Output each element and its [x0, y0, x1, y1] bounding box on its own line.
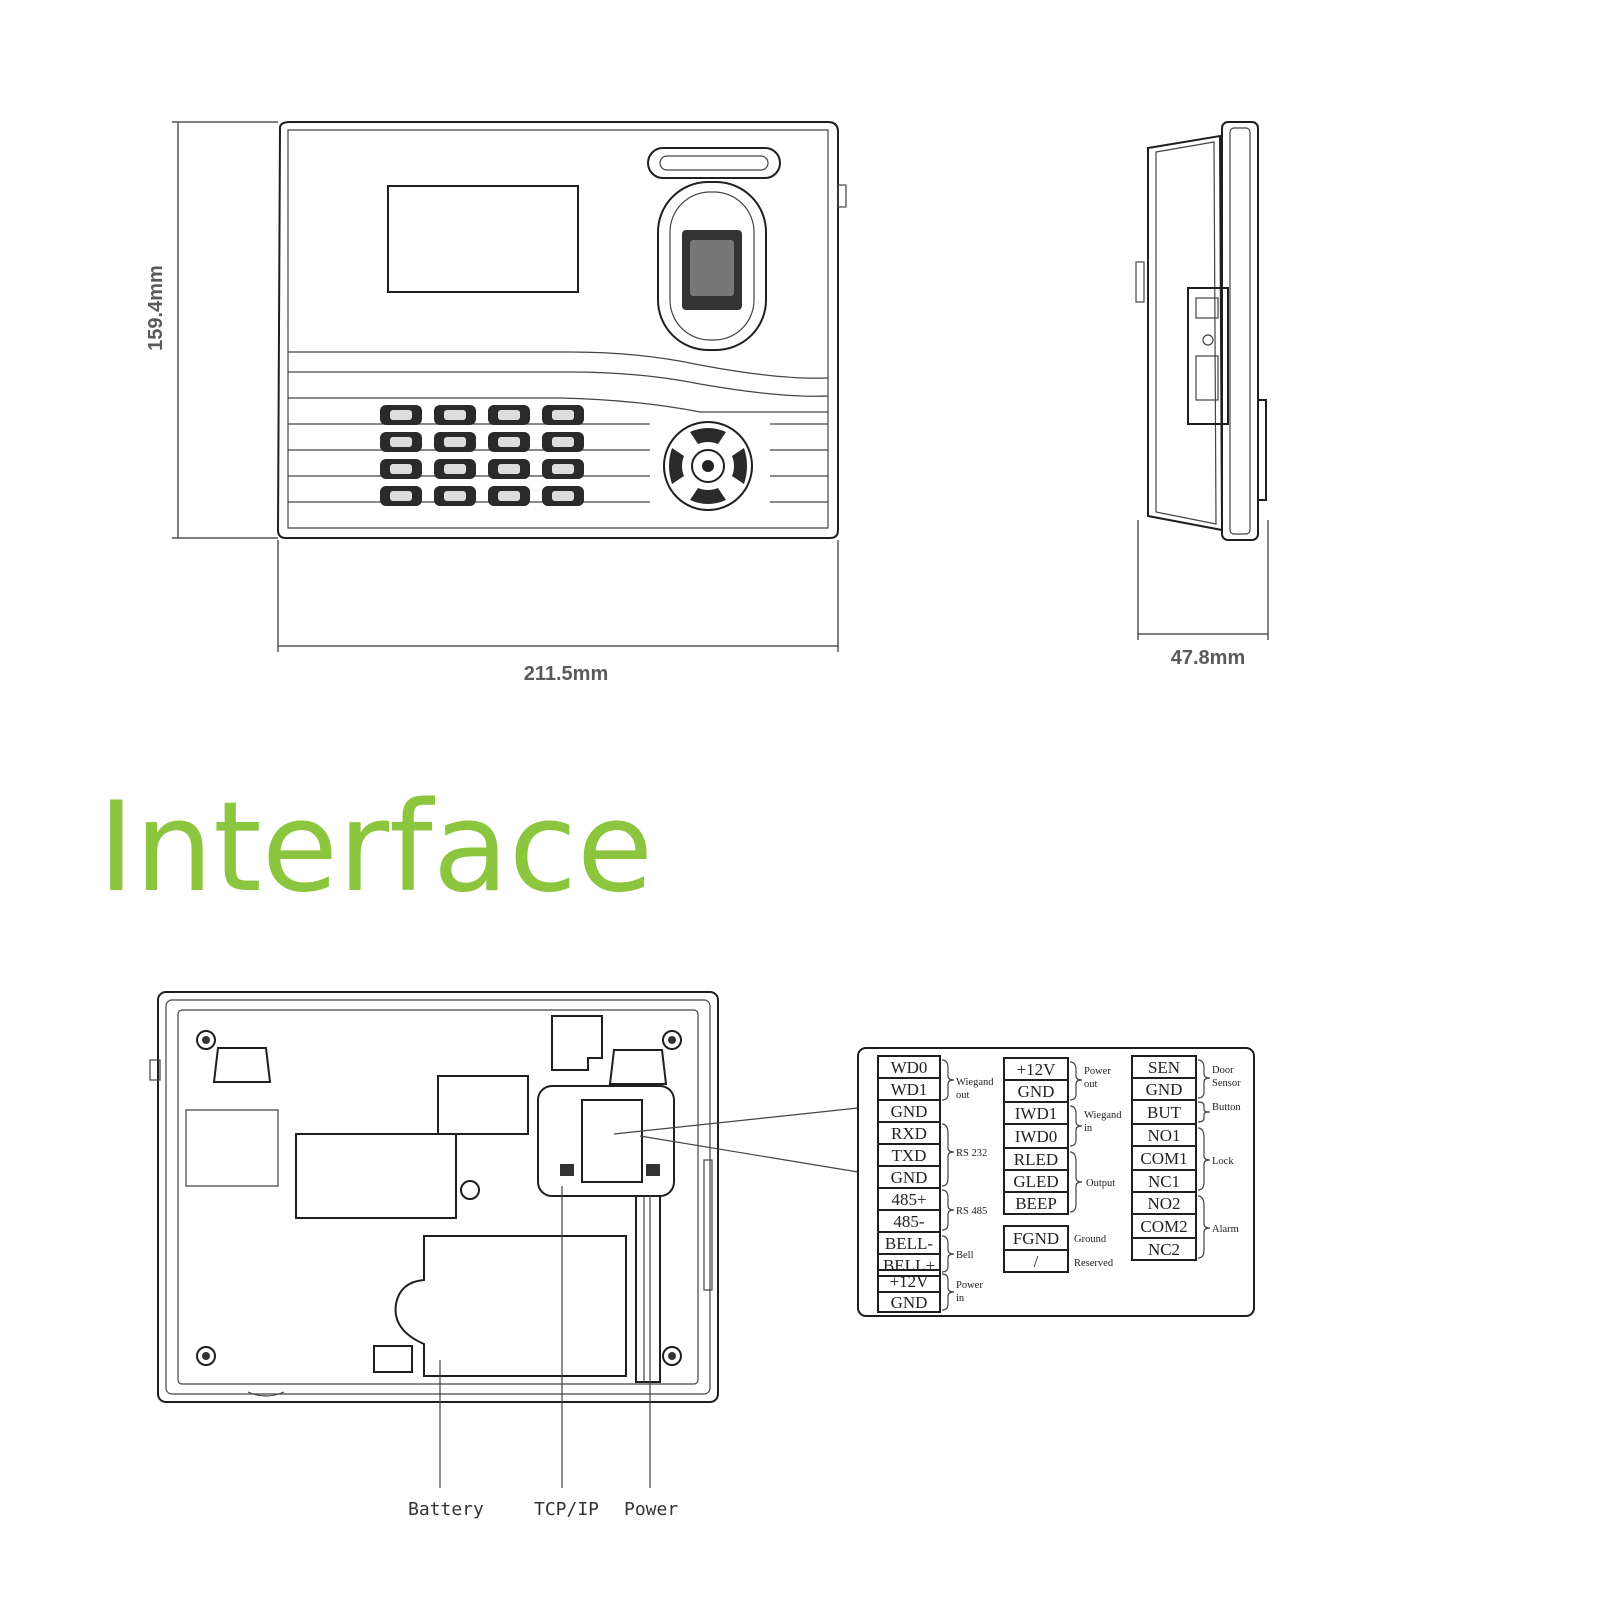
- group-wiegand-out-2: out: [956, 1090, 970, 1101]
- depth-dimension: 47.8mm: [1137, 520, 1269, 669]
- group-ground: Ground: [1074, 1234, 1107, 1245]
- terminal-com2: COM2: [1140, 1217, 1187, 1236]
- group-rs485: RS 485: [956, 1206, 987, 1217]
- terminal-iwd1: IWD1: [1015, 1104, 1057, 1123]
- group-lock: Lock: [1212, 1156, 1234, 1167]
- group-power-out-1: Power: [1084, 1066, 1111, 1077]
- terminal-fgnd: FGND: [1013, 1229, 1059, 1248]
- terminal-reserved: /: [1034, 1252, 1039, 1271]
- height-label: 159.4mm: [145, 265, 167, 351]
- terminal-iwd0: IWD0: [1015, 1127, 1057, 1146]
- terminal-12v-out: +12V: [1017, 1060, 1057, 1079]
- terminal-wd0: WD0: [891, 1058, 928, 1077]
- terminal-485-plus: 485+: [891, 1190, 926, 1209]
- terminal-panel: WD0 WD1 GND RXD TXD GND 485+ 485- BELL- …: [857, 1047, 1255, 1317]
- terminal-rxd: RXD: [891, 1124, 927, 1143]
- terminal-12v-in: +12V: [890, 1272, 930, 1291]
- terminal-beep: BEEP: [1015, 1194, 1057, 1213]
- battery-label: Battery: [408, 1499, 484, 1520]
- terminal-gnd-in: GND: [891, 1293, 928, 1312]
- group-power-out-2: out: [1084, 1079, 1098, 1090]
- terminal-column-1: WD0 WD1 GND RXD TXD GND 485+ 485- BELL- …: [877, 1055, 941, 1313]
- power-label: Power: [624, 1499, 678, 1520]
- terminal-column-2: +12V GND IWD1 IWD0 RLED GLED BEEP FGND /: [1003, 1057, 1069, 1273]
- height-dimension: 159.4mm: [145, 121, 278, 539]
- width-label: 211.5mm: [524, 663, 609, 685]
- keypad: [380, 405, 753, 511]
- terminal-gnd-a: GND: [891, 1102, 928, 1121]
- group-wiegand-in-1: Wiegand: [1084, 1110, 1122, 1121]
- tcpip-label: TCP/IP: [534, 1499, 599, 1520]
- group-wiegand-out-1: Wiegand: [956, 1077, 994, 1088]
- fingerprint-sensor: [647, 147, 781, 351]
- group-button: Button: [1212, 1102, 1241, 1113]
- terminal-com1: COM1: [1140, 1149, 1187, 1168]
- lcd-screen: [387, 185, 579, 293]
- terminal-no1: NO1: [1147, 1126, 1180, 1145]
- terminal-gnd-c: GND: [1146, 1080, 1183, 1099]
- terminal-txd: TXD: [892, 1146, 927, 1165]
- terminal-rled: RLED: [1014, 1150, 1058, 1169]
- back-view: [149, 991, 719, 1403]
- group-bell: Bell: [956, 1250, 974, 1261]
- terminal-gnd-b: GND: [891, 1168, 928, 1187]
- interface-heading: Interface: [98, 776, 653, 920]
- terminal-485-minus: 485-: [893, 1212, 925, 1231]
- group-output: Output: [1086, 1178, 1115, 1189]
- terminal-nc2: NC2: [1148, 1240, 1180, 1259]
- group-alarm: Alarm: [1212, 1224, 1239, 1235]
- terminal-wd1: WD1: [891, 1080, 928, 1099]
- width-dimension: 211.5mm: [277, 540, 839, 685]
- group-reserved: Reserved: [1074, 1258, 1114, 1269]
- side-view: [1135, 121, 1267, 541]
- terminal-gnd-out: GND: [1018, 1082, 1055, 1101]
- depth-label: 47.8mm: [1171, 647, 1246, 669]
- terminal-no2: NO2: [1147, 1194, 1180, 1213]
- group-door-sensor-2: Sensor: [1212, 1078, 1241, 1089]
- group-wiegand-in-2: in: [1084, 1123, 1093, 1134]
- group-rs232: RS 232: [956, 1148, 987, 1159]
- group-power-in-2: in: [956, 1293, 965, 1304]
- group-door-sensor-1: Door: [1212, 1065, 1234, 1076]
- terminal-sen: SEN: [1148, 1058, 1180, 1077]
- terminal-but: BUT: [1147, 1103, 1182, 1122]
- group-power-in-1: Power: [956, 1280, 983, 1291]
- terminal-column-3: SEN GND BUT NO1 COM1 NC1 NO2 COM2 NC2: [1131, 1055, 1197, 1261]
- terminal-nc1: NC1: [1148, 1172, 1180, 1191]
- navigation-pad: [663, 421, 753, 511]
- front-view: [276, 121, 847, 539]
- terminal-gled: GLED: [1013, 1172, 1058, 1191]
- terminal-bell-minus: BELL-: [885, 1234, 933, 1253]
